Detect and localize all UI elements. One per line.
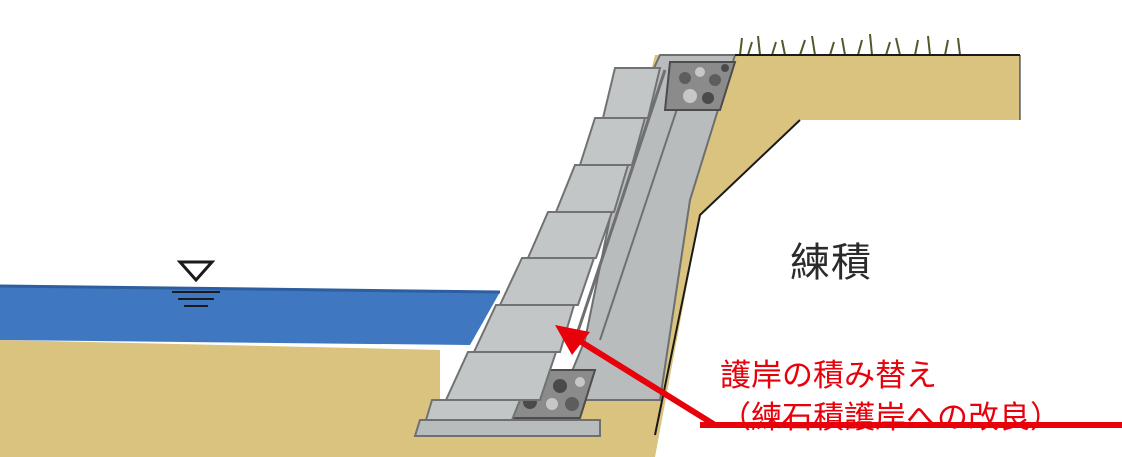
grass [739, 33, 961, 56]
upper-right-area [655, 120, 1122, 457]
base-footing [413, 419, 601, 437]
callout-arrow [555, 325, 1122, 428]
annotation-line2: （練石積護岸への改良） [720, 400, 1061, 436]
method-label: 練積 [790, 240, 872, 286]
river-water [0, 285, 500, 345]
stone-blocks [424, 67, 662, 421]
annotation-callout: 護岸の積み替え （練石積護岸への改良） [720, 355, 1061, 439]
water-level-triangle [172, 260, 220, 307]
gravel-top [663, 61, 737, 111]
annotation-line1: 護岸の積み替え [720, 358, 937, 394]
